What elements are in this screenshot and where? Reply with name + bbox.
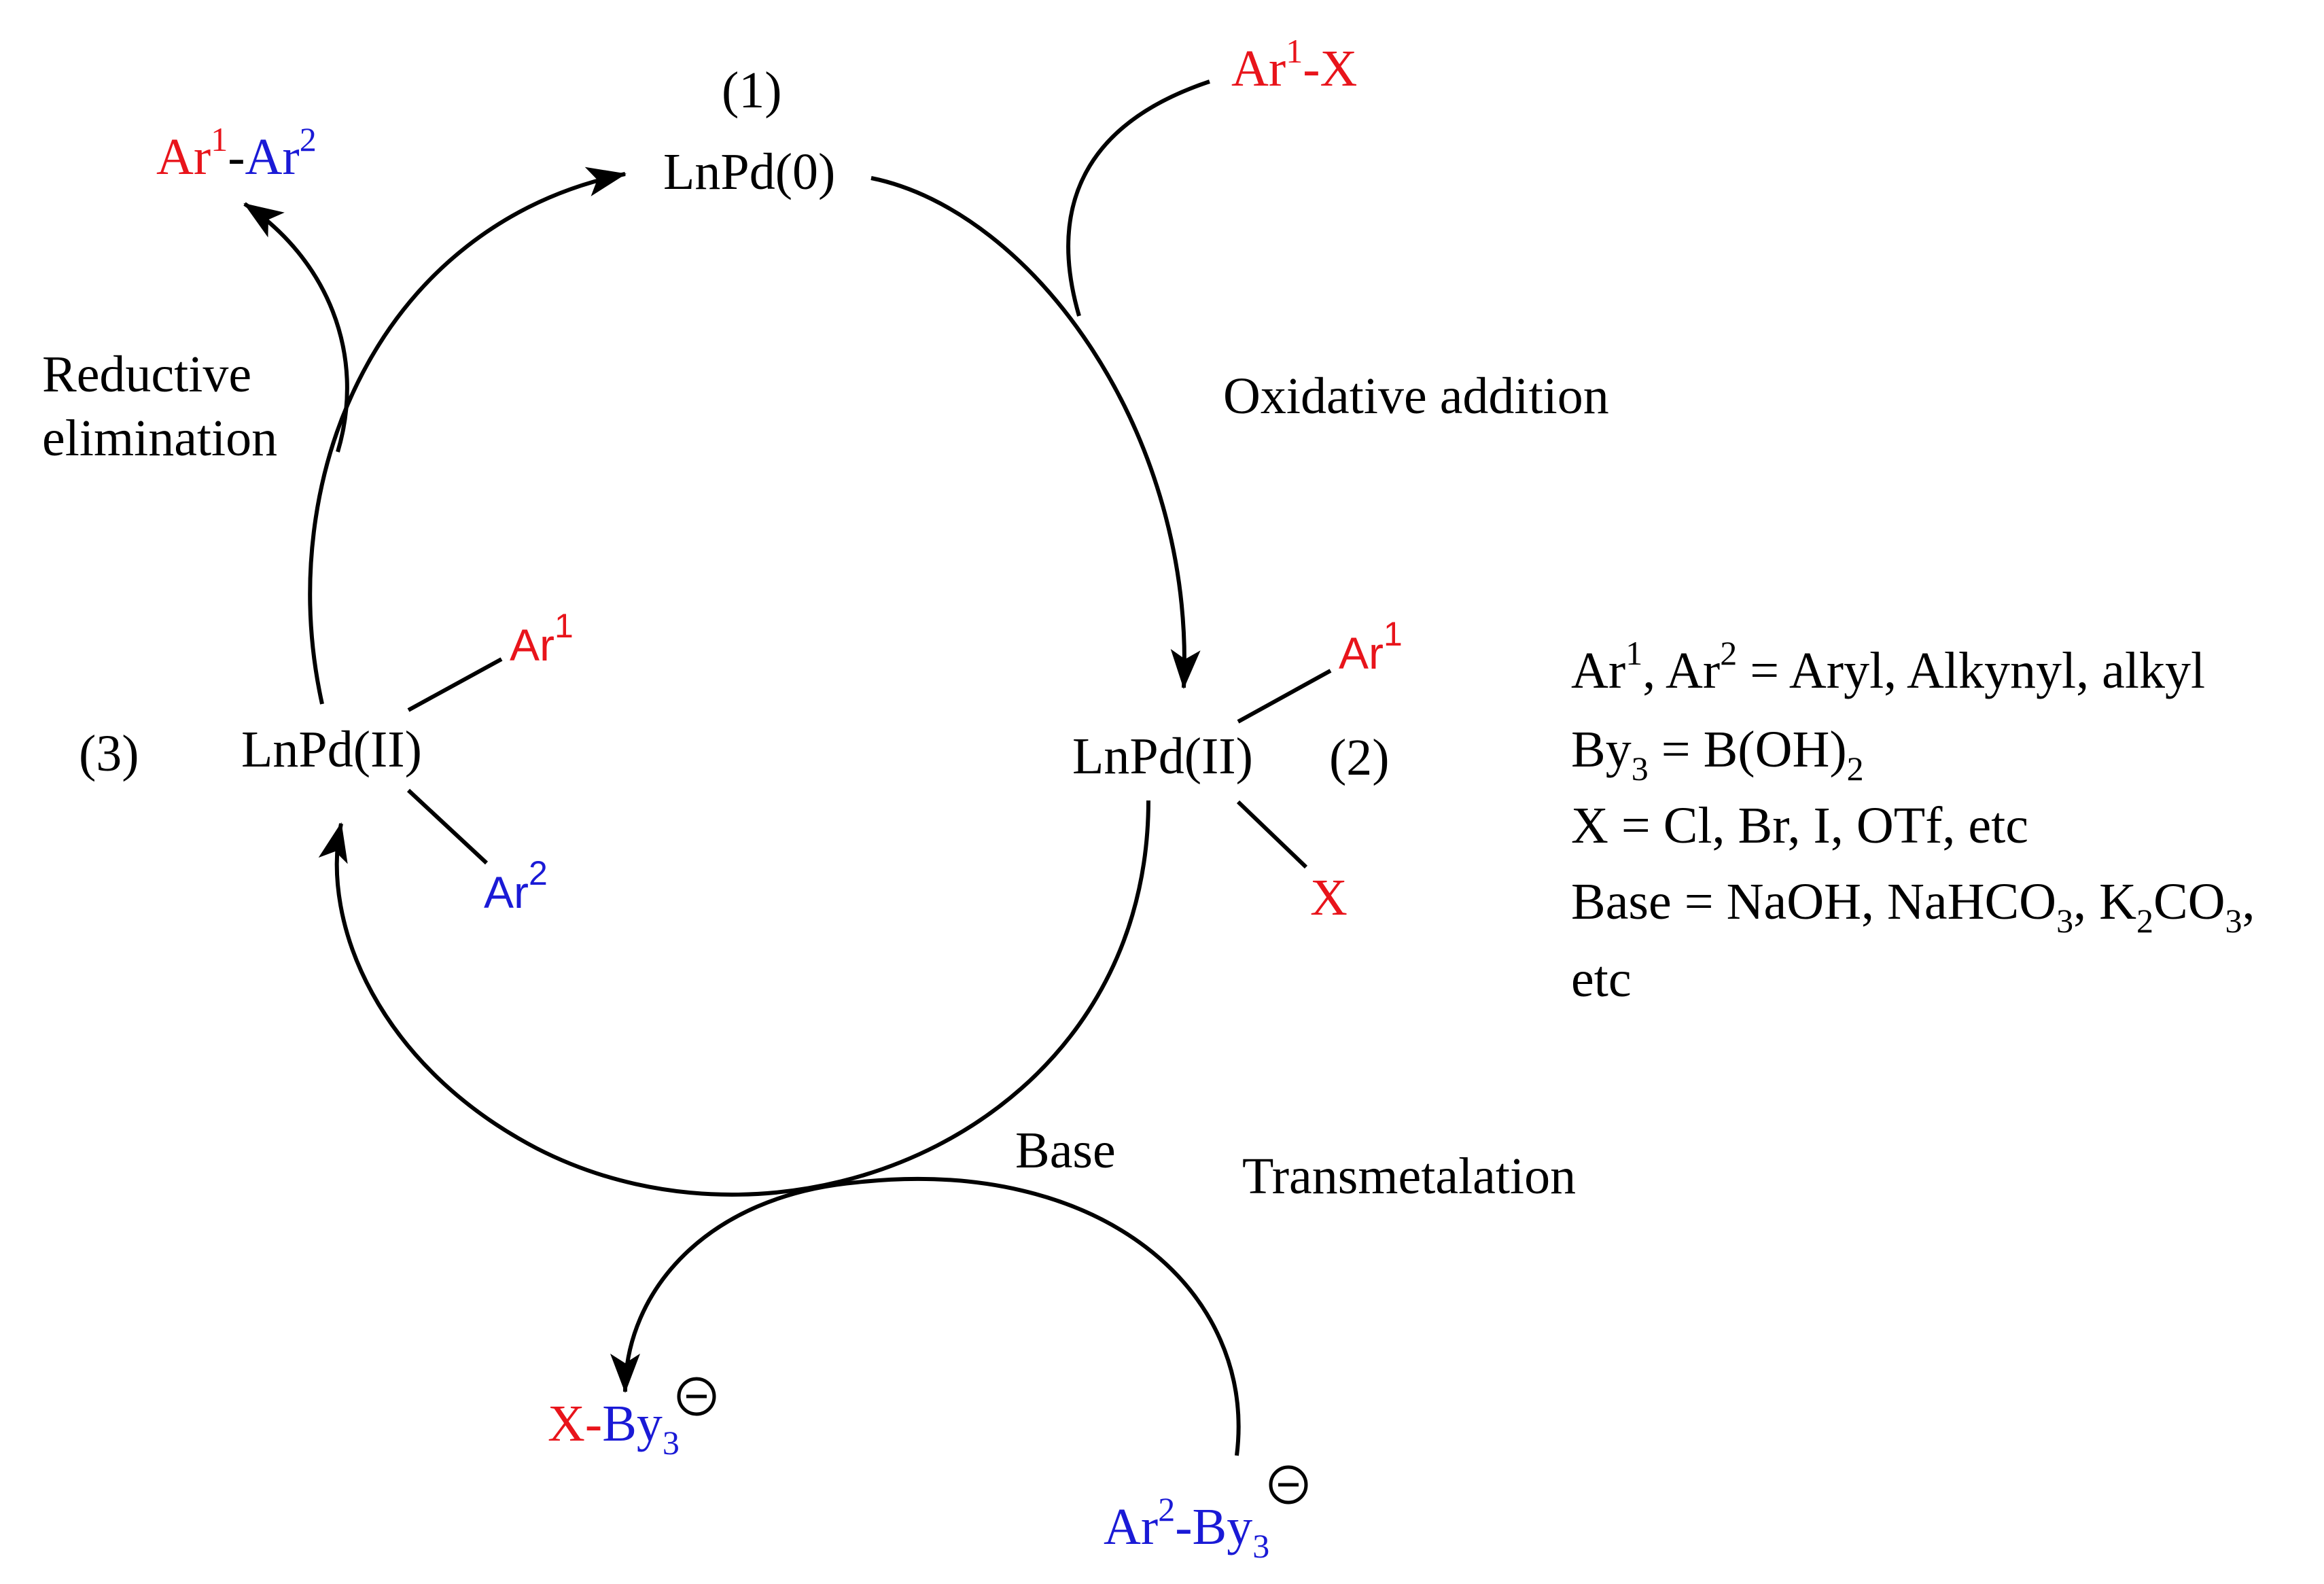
species-product: Ar1-Ar2 xyxy=(156,120,317,186)
pd2-ox-label: LnPd(II) xyxy=(1072,728,1253,785)
legend-line-x: X = Cl, Br, I, OTf, etc xyxy=(1571,797,2028,854)
label-transmetalation: Transmetalation xyxy=(1242,1148,1576,1205)
legend-line-by3: By3 = B(OH)2 xyxy=(1571,721,1864,788)
species-ar1x: Ar1-X xyxy=(1231,32,1357,97)
pd2-ox-x: X xyxy=(1310,869,1348,926)
pd2-tm-ar1: Ar1 xyxy=(510,607,574,670)
arrow-product-out xyxy=(243,202,349,453)
pd0-label: LnPd(0) xyxy=(663,143,835,200)
legend-line-ar: Ar1, Ar2 = Aryl, Alkynyl, alkyl xyxy=(1571,634,2205,699)
arrow-transmetalation xyxy=(318,800,1150,1197)
pd2-ox-ar: Ar1 xyxy=(1339,615,1403,678)
pd2-tm-number: (3) xyxy=(79,725,139,782)
legend-line-etc: etc xyxy=(1571,951,1632,1008)
bond-pd3-ar1 xyxy=(407,657,503,712)
legend: Ar1, Ar2 = Aryl, Alkynyl, alkyl By3 = B(… xyxy=(1571,634,2255,1008)
label-reductive-1: Reductive xyxy=(42,346,251,403)
arrow-reductive-elimination xyxy=(308,166,627,705)
bond-pd2-x xyxy=(1236,800,1308,869)
cycle-arrows xyxy=(243,80,1241,1456)
pd0-number: (1) xyxy=(722,62,782,119)
arrow-boronate-exchange xyxy=(610,1176,1241,1456)
arrow-oxidative-addition xyxy=(870,176,1201,689)
species-ar2-by3: Ar2-By3 xyxy=(1104,1490,1269,1565)
charge-minus-icon xyxy=(1269,1465,1308,1504)
arrow-ar1x-in xyxy=(1066,80,1210,317)
bond-pd3-ar2 xyxy=(406,788,489,865)
charge-minus-icon xyxy=(677,1377,716,1416)
pd2-tm-label: LnPd(II) xyxy=(241,721,422,778)
pd2-tm-ar2: Ar2 xyxy=(484,854,548,917)
species-x-by3: X-By3 xyxy=(548,1395,680,1462)
label-reductive-2: elimination xyxy=(42,410,277,467)
label-oxidative-addition: Oxidative addition xyxy=(1223,368,1609,425)
bond-pd2-ar1 xyxy=(1237,669,1332,724)
label-base: Base xyxy=(1015,1122,1116,1179)
bonds xyxy=(406,657,1332,869)
legend-line-base: Base = NaOH, NaHCO3, K2CO3, xyxy=(1571,873,2255,940)
pd2-ox-number: (2) xyxy=(1329,729,1390,786)
